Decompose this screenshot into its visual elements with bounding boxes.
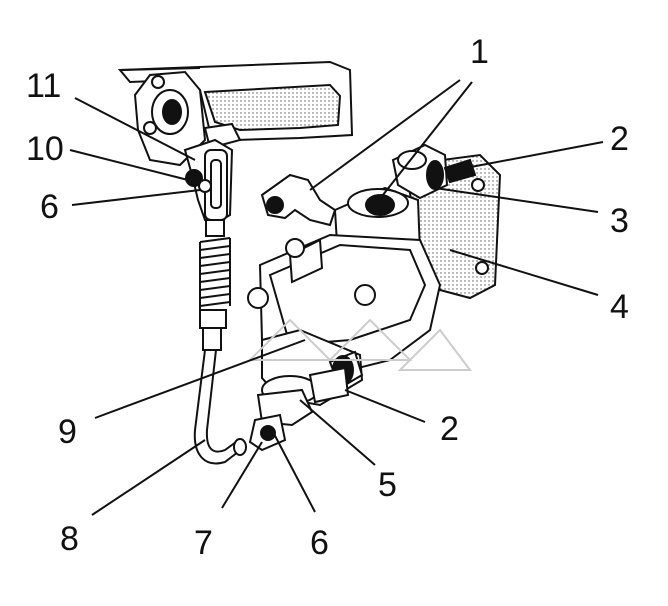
callout-3: 3	[610, 202, 629, 240]
leader-2a	[454, 141, 604, 171]
leader-8	[91, 439, 206, 516]
callout-2-lower: 2	[440, 410, 459, 448]
callout-1: 1	[470, 33, 489, 71]
leader-3	[434, 187, 599, 213]
callout-5: 5	[378, 466, 397, 504]
leader-7	[221, 441, 263, 509]
supply-pipe	[260, 173, 337, 227]
leader-1b	[309, 79, 461, 191]
callout-10: 10	[26, 130, 64, 168]
leader-2b	[344, 389, 426, 423]
callout-2-upper: 2	[610, 120, 629, 158]
leader-6b	[271, 429, 316, 513]
leader-6a	[71, 189, 201, 206]
callout-6-upper: 6	[40, 188, 59, 226]
leader-10	[69, 149, 189, 181]
leader-11	[74, 97, 196, 161]
leader-4	[449, 249, 599, 296]
frame-rail	[117, 60, 354, 142]
callout-11: 11	[26, 67, 61, 105]
rod-spring	[199, 219, 231, 351]
cylinder-body	[247, 143, 502, 452]
callout-7: 7	[194, 524, 213, 562]
watermark	[247, 318, 472, 371]
lower-hose	[193, 349, 247, 465]
leader-1a	[374, 81, 473, 206]
callout-4: 4	[610, 288, 629, 326]
leader-9	[94, 339, 306, 419]
callout-8: 8	[60, 520, 79, 558]
callout-6-lower: 6	[310, 524, 329, 562]
callout-9: 9	[58, 413, 77, 451]
leader-5	[299, 399, 376, 466]
upper-rod-end	[183, 138, 234, 224]
callout-labels: 1 2 3 4 2 5 6 7 8 9 10 11 6	[26, 33, 629, 562]
leader-lines	[69, 79, 604, 516]
